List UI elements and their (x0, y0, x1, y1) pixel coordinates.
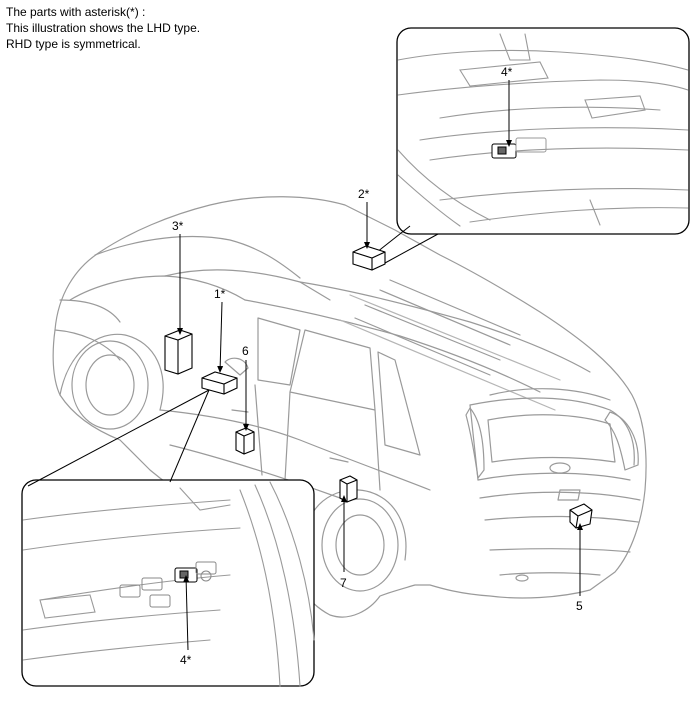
callout-4-bottom: 4* (180, 653, 192, 667)
inset-front-door-trim (396, 27, 690, 235)
note-line-3: RHD type is symmetrical. (6, 37, 141, 51)
callout-5: 5 (576, 599, 583, 613)
callout-6: 6 (242, 344, 249, 358)
parts (164, 245, 593, 529)
callout-7: 7 (340, 576, 347, 590)
callout-1: 1* (214, 287, 226, 301)
vehicle-illustration (52, 196, 647, 618)
callout-4-top: 4* (501, 65, 513, 79)
part-5-box (569, 503, 593, 529)
part-1-box (201, 371, 238, 395)
part-3-box (164, 329, 193, 375)
callout-3: 3* (172, 219, 184, 233)
leader-4-bottom (183, 575, 190, 651)
part-7-box (339, 475, 358, 503)
leader-1 (217, 301, 224, 373)
callout-2: 2* (358, 187, 370, 201)
asterisk-note: The parts with asterisk(*) : This illust… (6, 4, 200, 52)
part-6-box (235, 427, 255, 455)
leader-arrows (177, 80, 583, 651)
note-line-2: This illustration shows the LHD type. (6, 21, 201, 35)
note-line-1: The parts with asterisk(*) : (6, 5, 146, 19)
inset-driver-door-trim (21, 479, 315, 687)
